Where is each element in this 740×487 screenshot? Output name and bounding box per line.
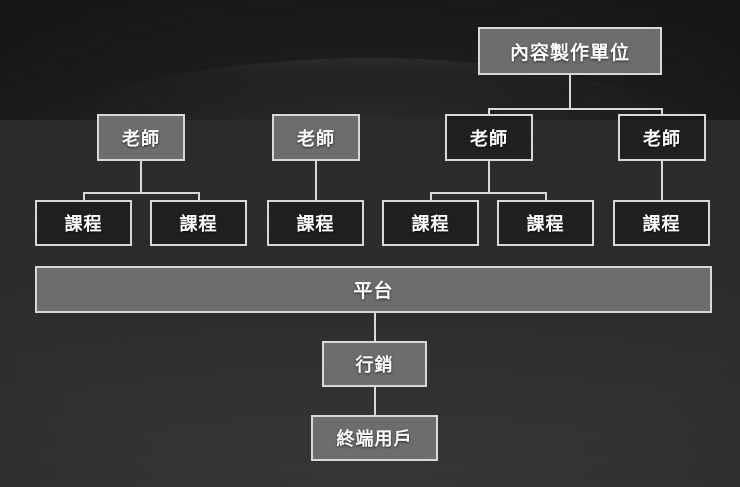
connector-teacher3-to-course5 <box>545 192 547 201</box>
node-label: 課程 <box>296 214 335 235</box>
node-label: 老師 <box>470 128 508 150</box>
node-label: 終端用戶 <box>336 429 413 450</box>
node-course-1[interactable]: 課程 <box>35 200 132 246</box>
connector-marketing-to-enduser <box>374 387 376 415</box>
node-label: 課程 <box>526 214 565 235</box>
node-platform[interactable]: 平台 <box>35 266 712 313</box>
node-course-6[interactable]: 課程 <box>613 200 710 246</box>
node-label: 課程 <box>179 214 218 235</box>
node-end-user[interactable]: 終端用戶 <box>311 415 438 461</box>
node-label: 老師 <box>122 128 160 150</box>
node-label: 老師 <box>297 128 335 150</box>
connector-teacher3-to-course4 <box>430 192 432 201</box>
node-label: 平台 <box>353 280 394 302</box>
node-course-3[interactable]: 課程 <box>267 200 364 246</box>
connector-teacher3-down <box>488 161 490 193</box>
node-label: 內容製作單位 <box>509 41 630 64</box>
node-label: 行銷 <box>355 355 394 376</box>
connector-teacher4-to-course6 <box>661 161 663 201</box>
node-course-4[interactable]: 課程 <box>382 200 479 246</box>
node-teacher-2[interactable]: 老師 <box>272 114 360 161</box>
connector-teacher1-bus <box>83 192 200 194</box>
connector-platform-to-marketing <box>374 313 376 341</box>
node-course-2[interactable]: 課程 <box>150 200 247 246</box>
connector-root-down <box>569 75 571 109</box>
connector-teacher1-to-course1 <box>83 192 85 201</box>
node-label: 課程 <box>64 214 103 235</box>
node-label: 老師 <box>643 128 681 150</box>
connector-teacher1-to-course2 <box>198 192 200 201</box>
node-content-production-unit[interactable]: 內容製作單位 <box>478 27 662 75</box>
node-teacher-3[interactable]: 老師 <box>445 114 533 161</box>
connector-teacher1-down <box>140 161 142 193</box>
connector-root-to-teacher4 <box>661 108 663 116</box>
node-teacher-1[interactable]: 老師 <box>97 114 185 161</box>
node-teacher-4[interactable]: 老師 <box>618 114 706 161</box>
connector-teacher2-to-course3 <box>315 161 317 201</box>
connector-root-bus <box>488 108 663 110</box>
node-course-5[interactable]: 課程 <box>497 200 594 246</box>
node-label: 課程 <box>411 214 450 235</box>
node-marketing[interactable]: 行銷 <box>322 341 427 387</box>
connector-teacher3-bus <box>430 192 547 194</box>
connector-root-to-teacher3 <box>488 108 490 116</box>
node-label: 課程 <box>642 214 681 235</box>
